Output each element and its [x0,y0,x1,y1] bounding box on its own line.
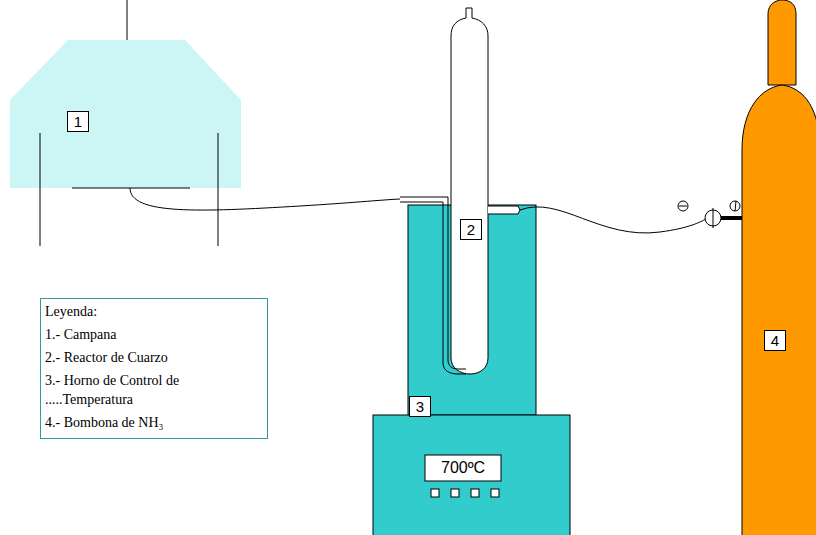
inlet-tube [400,202,466,374]
callout-box: 2 [460,219,482,240]
quartz-reactor [451,8,488,374]
cylinder-neck [768,0,796,85]
reactor-outlet [488,206,520,214]
callout-number: 4 [771,332,779,349]
legend-entry: 1.- Campana [45,325,263,344]
legend-text: 2.- Reactor de Cuarzo [45,350,168,365]
hood-body [10,40,241,188]
gas-line [520,207,706,233]
hood-leg [40,133,41,246]
legend-text: 1.- Campana [45,327,117,342]
oven-button [431,489,439,497]
callout-number: 3 [416,398,424,415]
legend-entry: 4.- Bombona de NH₃ [45,413,263,432]
legend-box: Leyenda: 1.- Campana 2.- Reactor de Cuarzo… [40,298,268,439]
legend-text: 3.- Horno de Control de .....Temperatura [45,373,179,407]
gauge-needle [735,201,736,211]
temperature-readout: 700ºC [441,459,485,477]
inlet-tube [400,197,466,369]
oven-button [491,489,499,497]
legend-title: Leyenda: [45,302,263,321]
gauge-needle [679,206,687,207]
temperature-display [425,455,501,481]
legend-entry: 3.- Horno de Control de .....Temperatura [45,371,263,409]
pressure-gauge [730,201,740,211]
cylinder-body [742,85,816,535]
callout-box: 4 [764,330,786,351]
legend-text: 4.- Bombona de NH₃ [45,415,163,430]
regulator-stem [713,208,714,228]
hood-rod [127,0,128,40]
callout-number: 1 [74,113,82,130]
legend-entry: 2.- Reactor de Cuarzo [45,348,263,367]
oven-base [373,415,570,535]
pressure-gauge [678,201,688,211]
hood-leg [218,133,219,246]
callout-box: 1 [67,111,89,132]
oven-button [451,489,459,497]
oven-button [471,489,479,497]
exhaust-hose [130,188,400,210]
callout-number: 2 [467,221,475,238]
callout-box: 3 [409,396,431,417]
hood-edge [72,188,190,189]
